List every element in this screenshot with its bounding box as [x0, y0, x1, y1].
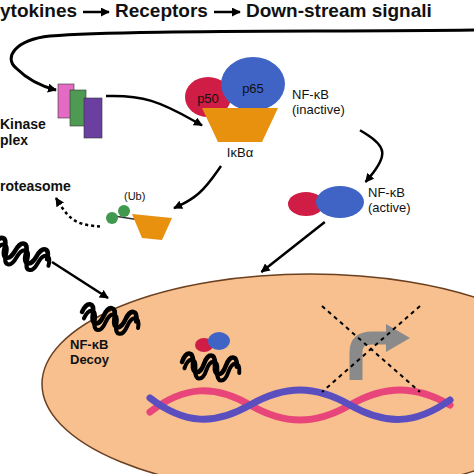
inactive-complex: NF-κB (inactive) p50p65IκBα [184, 50, 360, 168]
p65-subunit-ellipse [221, 57, 285, 111]
header-arrow [83, 11, 109, 14]
kinase-subunit [84, 98, 102, 138]
arrow-connector [56, 198, 100, 226]
node-label: NF-κB (inactive) [292, 88, 358, 118]
ikba-trapezoid [202, 108, 278, 142]
nucleus: NF-κB Decoy [40, 272, 474, 474]
node-label: Kinase plex [0, 116, 50, 148]
nucleus-ellipse [42, 274, 474, 474]
ikba-inhibitor: IκBα [202, 108, 278, 166]
ubiquitin-ball [106, 212, 118, 224]
p65-subunit [208, 332, 230, 350]
ikba-trapezoid [132, 214, 172, 240]
node-label: NF-κB Decoy [70, 338, 122, 368]
decoy-strand [0, 236, 49, 268]
arrow-connector [360, 130, 382, 182]
node-label: IκBα [202, 146, 278, 161]
ubiquitin-ball [118, 205, 130, 217]
transcription-arrowhead [386, 324, 410, 352]
node-label: roteasome [0, 178, 80, 194]
nucleus-shape [40, 272, 474, 474]
decoy-strand [181, 353, 237, 376]
p50-subunit [195, 338, 213, 352]
node-label: p50 [184, 92, 232, 107]
arrow-connector [174, 166, 221, 208]
active-nfkb: NF-κB (active) [284, 182, 420, 222]
decoy-strand [0, 243, 51, 275]
arrow-connector [106, 96, 202, 125]
header-label: Receptors [115, 0, 208, 23]
bound-decoy-dna [181, 353, 241, 382]
ubiquitinated-ikba: (Ub) [100, 190, 174, 242]
decoy-strand [80, 303, 137, 330]
decoy-strand [82, 310, 139, 337]
decoy-strand [184, 359, 240, 382]
kinase-subunit [70, 90, 86, 126]
proteasome: roteasome [0, 178, 80, 198]
decoy-dna [0, 236, 52, 274]
uptake-arrow [52, 262, 108, 298]
arrow-connector [261, 222, 324, 272]
membrane-signal-line [11, 30, 474, 90]
p65-subunit: p65 [220, 56, 286, 112]
dna-strand [150, 390, 450, 419]
node-label: NF-κB (active) [368, 186, 420, 216]
transcription-arrow [356, 338, 388, 380]
dna-strand [150, 390, 450, 420]
kinase-complex: Kinase plex [0, 82, 106, 152]
node-label: p65 [220, 82, 286, 97]
block-cross [322, 306, 420, 392]
decoy-dna [79, 303, 140, 337]
p65-subunit [316, 186, 364, 218]
header-label: ytokines [0, 0, 77, 23]
header-label: Down-stream signali [246, 0, 432, 23]
node-label: (Ub) [124, 190, 164, 203]
header-arrow [214, 11, 240, 14]
block-cross [322, 306, 420, 392]
